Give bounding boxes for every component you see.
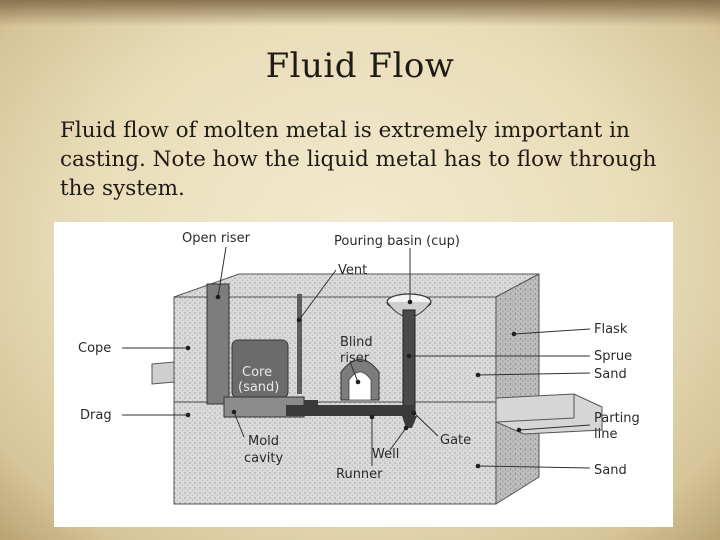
- label-runner: Runner: [336, 467, 383, 482]
- label-sprue: Sprue: [594, 349, 632, 364]
- label-pouring-basin: Pouring basin (cup): [334, 234, 460, 249]
- label-drag: Drag: [80, 408, 112, 423]
- slide-title: Fluid Flow: [0, 46, 720, 86]
- label-mold-cavity-line1: Mold: [248, 434, 279, 449]
- label-open-riser: Open riser: [182, 231, 251, 246]
- runner: [286, 405, 415, 416]
- flask-side-face: [496, 274, 539, 504]
- label-core-line2: (sand): [238, 380, 279, 395]
- label-blind-riser-line1: Blind: [340, 335, 373, 350]
- slide-body-text: Fluid flow of molten metal is extremely …: [60, 116, 680, 203]
- gate: [304, 400, 318, 406]
- label-well: Well: [372, 447, 399, 462]
- top-shadow-band: [0, 0, 720, 26]
- label-parting-line1: Parting: [594, 411, 640, 426]
- label-sand-lower: Sand: [594, 463, 627, 478]
- label-parting-line2: line: [594, 427, 617, 442]
- sand-casting-diagram: Open riser Pouring basin (cup) Vent Blin…: [54, 222, 673, 527]
- open-riser: [207, 284, 229, 404]
- label-core-line1: Core: [242, 365, 272, 380]
- parting-rail-left: [152, 362, 174, 384]
- label-gate: Gate: [440, 433, 471, 448]
- sprue: [403, 310, 415, 412]
- label-blind-riser-line2: riser: [340, 351, 370, 366]
- label-cope: Cope: [78, 341, 111, 356]
- label-vent: Vent: [338, 263, 367, 278]
- vent: [297, 294, 302, 394]
- label-mold-cavity-line2: cavity: [244, 451, 284, 466]
- label-flask: Flask: [594, 322, 628, 337]
- label-sand-upper: Sand: [594, 367, 627, 382]
